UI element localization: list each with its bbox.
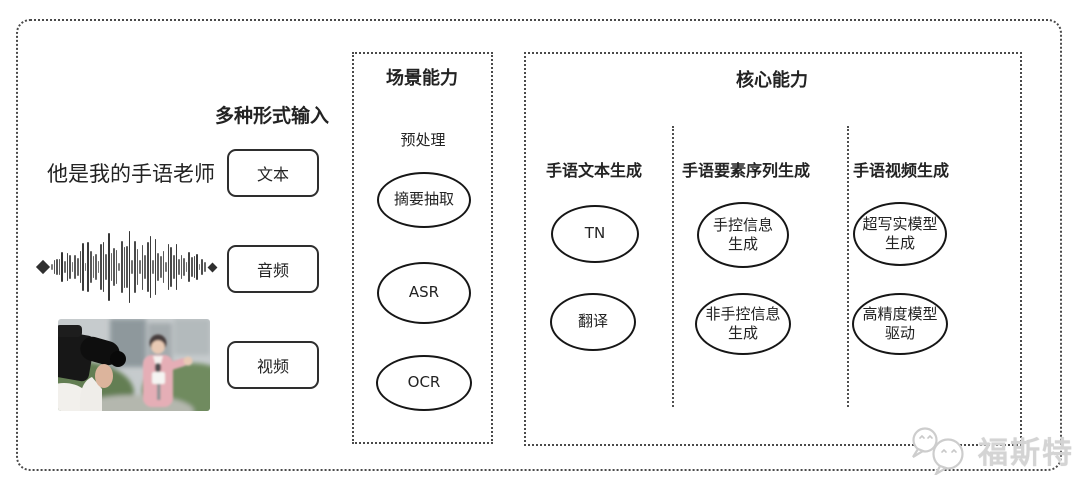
- watermark-text: 福斯特: [978, 436, 1074, 471]
- waveform-bar: [56, 259, 58, 275]
- scene-capability-box: [352, 52, 493, 444]
- reporter-figure: [143, 334, 193, 407]
- node-translation: 翻译: [550, 293, 636, 351]
- waveform-bar: [183, 258, 185, 276]
- waveform-bar: [188, 251, 191, 283]
- outer-dotted-border: [16, 19, 1062, 471]
- node-asr: ASR: [377, 262, 471, 324]
- waveform-bar: [63, 260, 66, 274]
- input-type-video-label: 视频: [256, 357, 289, 376]
- waveform-bar: [61, 251, 63, 283]
- waveform-bar: [69, 254, 71, 280]
- waveform-bar: [71, 261, 74, 273]
- node-non-manual-info-generation: 非手控信息 生成: [695, 293, 791, 355]
- waveform-bar: [126, 245, 128, 289]
- waveform-bar: [146, 241, 149, 293]
- waveform-bar: [139, 259, 141, 275]
- waveform-bar: [74, 254, 76, 280]
- node-high-precision-model-driving: 高精度模型 驱动: [852, 293, 948, 355]
- input-type-text-label: 文本: [256, 165, 289, 184]
- waveform-bar: [66, 252, 69, 282]
- waveform-bar: [136, 249, 139, 285]
- column-header-sign-text-generation: 手语文本生成: [545, 161, 643, 180]
- column-header-sign-video-generation: 手语视频生成: [852, 161, 950, 180]
- chat-bubbles-logo-icon: [912, 427, 964, 475]
- waveform-bar: [89, 251, 92, 283]
- waveform-bar: [87, 241, 89, 293]
- waveform-bar: [170, 246, 172, 288]
- input-type-audio-box: 音频: [227, 245, 319, 293]
- column-divider-2: [847, 126, 849, 407]
- column-divider-1: [672, 126, 674, 407]
- waveform-bar: [185, 262, 188, 272]
- node-tn: TN: [551, 205, 639, 263]
- waveform-bar: [121, 241, 123, 293]
- waveform-bar: [82, 243, 84, 291]
- waveform-bar: [131, 259, 133, 275]
- node-hyperrealistic-model-generation: 超写实模型 生成: [853, 202, 947, 266]
- reporter-photo-illustration: [58, 319, 210, 411]
- waveform-bar: [204, 262, 206, 272]
- waveform-bar: [162, 251, 165, 283]
- waveform-bar: [191, 257, 193, 277]
- waveform-bar: [108, 232, 110, 302]
- waveform-bar: [128, 230, 131, 304]
- input-type-audio-label: 音频: [256, 261, 289, 280]
- camera-silhouette: [58, 325, 126, 411]
- waveform-bar: [178, 258, 180, 276]
- waveform-bar: [175, 243, 178, 291]
- waveform-bar: [157, 252, 159, 282]
- waveform-start-diamond: [35, 259, 51, 275]
- node-manual-info-generation: 手控信息 生成: [697, 202, 789, 268]
- waveform-bar: [113, 247, 115, 287]
- waveform-bar: [110, 252, 113, 282]
- audio-waveform-icon: [35, 229, 218, 305]
- waveform-bar: [92, 255, 95, 279]
- waveform-bar: [154, 238, 157, 296]
- waveform-bar: [84, 262, 87, 272]
- waveform-bar: [159, 256, 162, 278]
- waveform-bar: [172, 255, 175, 279]
- waveform-bar: [79, 250, 82, 284]
- waveform-bar: [198, 263, 201, 271]
- waveform-bar: [123, 246, 126, 288]
- core-box-title: 核心能力: [736, 70, 808, 91]
- waveform-bar: [167, 244, 170, 290]
- reporter-video-thumbnail: [58, 319, 210, 411]
- waveform-bar: [144, 254, 146, 280]
- input-section-title: 多种形式输入: [214, 105, 330, 127]
- waveform-bar: [180, 255, 183, 279]
- waveform-bar: [152, 260, 154, 274]
- waveform-bar: [95, 254, 97, 280]
- input-type-text-box: 文本: [227, 149, 319, 197]
- core-capability-box: [524, 52, 1022, 446]
- waveform-bar: [193, 256, 196, 278]
- waveform-bar: [134, 240, 136, 294]
- waveform-bar: [115, 250, 118, 284]
- waveform-bar: [105, 254, 108, 280]
- waveform-bar: [201, 259, 204, 275]
- waveform-bar: [58, 259, 61, 275]
- waveform-bar: [196, 253, 198, 281]
- waveform-bar: [51, 264, 53, 270]
- waveform-bar: [149, 236, 152, 298]
- waveform-bar: [53, 259, 56, 275]
- waveform-bar: [118, 262, 121, 272]
- scene-box-subtitle: 预处理: [400, 131, 446, 149]
- node-ocr: OCR: [376, 355, 472, 411]
- column-header-sign-element-sequence-generation: 手语要素序列生成: [681, 161, 811, 180]
- input-type-video-box: 视频: [227, 341, 319, 389]
- waveform-bar: [100, 243, 102, 291]
- watermark: 福斯特: [908, 425, 1074, 475]
- sample-sentence-text: 他是我的手语老师: [47, 162, 215, 186]
- scene-box-title: 场景能力: [386, 68, 458, 89]
- waveform-bar: [165, 262, 167, 272]
- waveform-bar: [141, 244, 144, 290]
- node-summary-extraction: 摘要抽取: [377, 172, 471, 228]
- waveform-bar: [76, 257, 79, 277]
- waveform-bar: [97, 260, 100, 274]
- waveform-bar: [102, 241, 105, 293]
